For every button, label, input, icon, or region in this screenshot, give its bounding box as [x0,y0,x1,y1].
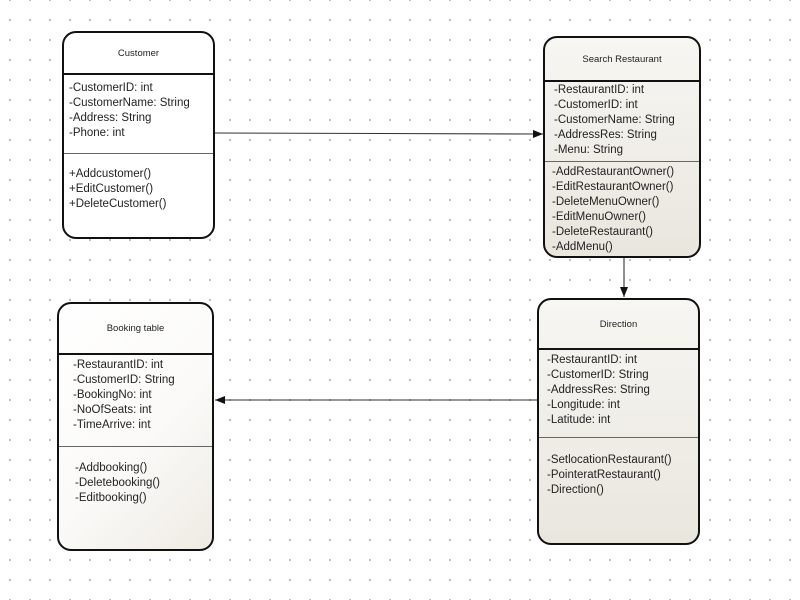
method: +DeleteCustomer() [69,198,167,210]
attribute: -AddressRes: String [554,129,657,141]
method: +EditCustomer() [69,183,154,195]
method: -PointeratRestaurant() [547,469,661,481]
method: -AddMenu() [552,241,613,253]
class-customer-method-divider [64,153,213,154]
class-booking-table[interactable]: Booking table -RestaurantID: int -Custom… [57,302,214,551]
attribute: -Phone: int [69,127,125,139]
class-booking-table-name: Booking table [106,323,165,334]
attribute: -NoOfSeats: int [73,404,152,416]
attribute: -CustomerID: String [73,374,175,386]
class-direction-methods: -SetlocationRestaurant() -PointeratResta… [547,453,672,498]
attribute: -CustomerID: int [554,99,638,111]
class-customer-attributes: -CustomerID: int -CustomerName: String -… [69,81,190,141]
attribute: -CustomerID: int [69,82,153,94]
class-booking-table-methods: -Addbooking() -Deletebooking() -Editbook… [75,461,160,506]
attribute: -TimeArrive: int [73,419,151,431]
class-search-restaurant-name: Search Restaurant [582,53,662,65]
class-booking-table-name-divider [59,353,212,355]
class-customer-methods: +Addcustomer() +EditCustomer() +DeleteCu… [69,167,166,212]
method: -EditMenuOwner() [552,211,646,223]
class-booking-table-method-divider [59,446,212,447]
class-direction-name: Direction [599,318,638,330]
method: -Addbooking() [75,462,148,474]
class-direction-method-divider [539,437,698,438]
attribute: -RestaurantID: int [554,84,645,96]
attribute: -CustomerName: String [69,97,190,109]
class-booking-table-attributes: -RestaurantID: int -CustomerID: String -… [73,358,175,433]
attribute: -Menu: String [554,144,624,156]
class-direction-attributes: -RestaurantID: int -CustomerID: String -… [547,353,650,428]
attribute: -CustomerID: String [547,369,649,381]
attribute: -BookingNo: int [73,389,152,401]
method: -EditRestaurantOwner() [552,181,674,193]
class-customer-name: Customer [117,47,160,59]
class-search-restaurant-methods: -AddRestaurantOwner() -EditRestaurantOwn… [552,165,674,255]
class-customer-name-divider [64,73,213,75]
class-search-restaurant-attributes: -RestaurantID: int -CustomerID: int -Cus… [554,83,675,158]
attribute: -RestaurantID: int [547,354,638,366]
class-customer[interactable]: Customer -CustomerID: int -CustomerName:… [62,31,215,239]
class-search-restaurant[interactable]: Search Restaurant -RestaurantID: int -Cu… [543,36,701,258]
class-direction[interactable]: Direction -RestaurantID: int -CustomerID… [537,298,700,545]
method: -AddRestaurantOwner() [552,166,675,178]
method: -SetlocationRestaurant() [547,454,672,466]
attribute: -CustomerName: String [554,114,675,126]
method: -DeleteMenuOwner() [552,196,660,208]
method: -Deletebooking() [75,477,161,489]
attribute: -RestaurantID: int [73,359,164,371]
attribute: -Address: String [69,112,152,124]
attribute: -Longitude: int [547,399,620,411]
method: +Addcustomer() [69,168,152,180]
class-search-restaurant-name-divider [545,80,699,82]
arrow-customer-to-search-restaurant[interactable] [213,129,544,138]
method: -Editbooking() [75,492,147,504]
method: -Direction() [547,484,604,496]
attribute: -AddressRes: String [547,384,650,396]
attribute: -Latitude: int [547,414,611,426]
method: -DeleteRestaurant() [552,226,653,238]
class-direction-name-divider [539,348,698,350]
class-search-restaurant-method-divider [545,161,699,162]
